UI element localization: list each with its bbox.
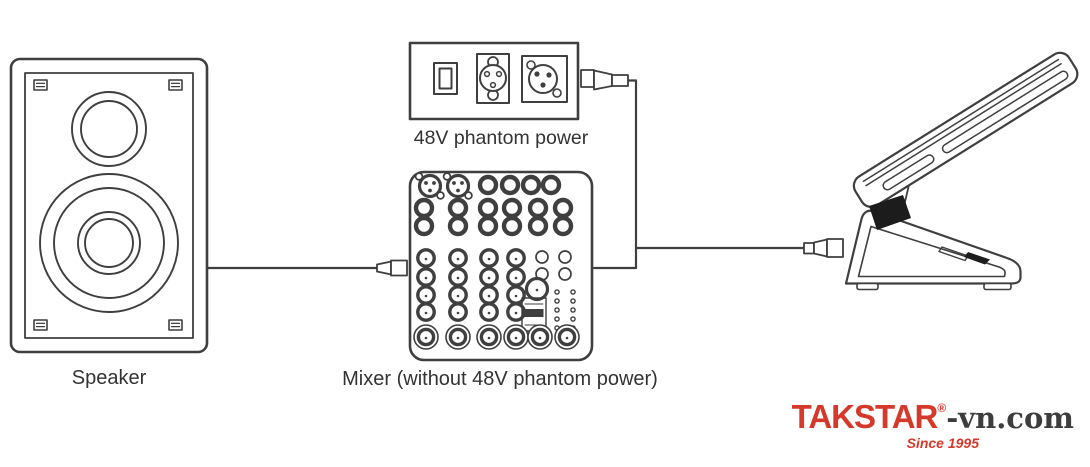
watermark-wordmark: TAKSTAR®-vn.com — [792, 400, 1074, 433]
tweeter — [71, 91, 147, 167]
cable-plug-into-mixer — [376, 259, 408, 277]
site-watermark: TAKSTAR®-vn.com Since 1995 — [792, 400, 1074, 450]
phantom-to-mixer-cable — [592, 79, 638, 270]
phantom-output-plug — [580, 69, 629, 91]
mixer-label: Mixer (without 48V phantom power) — [342, 368, 658, 390]
speaker-to-mixer-cable — [205, 259, 408, 277]
microphone-body — [852, 51, 1079, 209]
woofer — [39, 173, 179, 313]
phantom-power-unit-illustration — [408, 41, 629, 121]
speaker-label: Speaker — [71, 367, 147, 389]
speaker-illustration — [9, 57, 209, 354]
base-talk-button — [938, 246, 990, 265]
mic-grille-slot — [941, 70, 1069, 154]
domain-suffix-text: -vn.com — [946, 401, 1074, 435]
speaker-cabinet — [9, 57, 209, 354]
xlr-male-socket — [521, 55, 568, 103]
gooseneck-microphone-illustration — [844, 51, 1079, 291]
mixer-illustration — [408, 170, 594, 362]
brand-tagline: Since 1995 — [906, 435, 979, 451]
mic-grille-slot — [882, 154, 935, 191]
power-switch — [433, 62, 458, 95]
base-foot — [983, 282, 1012, 291]
speaker-baffle — [24, 72, 194, 339]
registered-trademark-symbol: ® — [937, 401, 947, 415]
mic-shock-mount-collar — [869, 195, 911, 230]
cable-plug-into-microphone — [803, 238, 844, 258]
base-foot — [856, 282, 879, 291]
brand-text: TAKSTAR — [791, 398, 939, 435]
xlr-female-socket — [476, 53, 510, 104]
microphone-base — [844, 209, 1022, 291]
phantom-to-microphone-cable — [634, 238, 844, 258]
phantom-power-label: 48V phantom power — [413, 127, 589, 149]
master-knob — [524, 276, 550, 302]
